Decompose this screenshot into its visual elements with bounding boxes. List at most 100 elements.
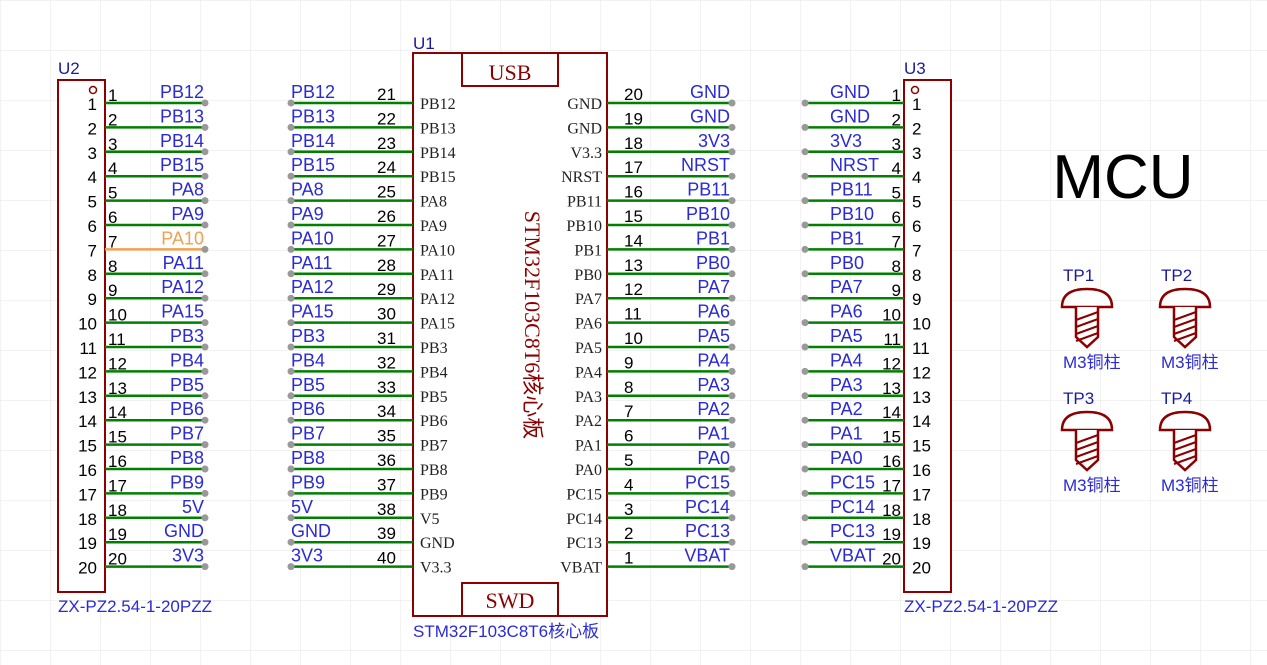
u1-right-pin-number: 15 — [624, 207, 643, 226]
u1-right-pin-name: GND — [567, 96, 602, 113]
u3-body-number: 1 — [912, 95, 921, 114]
u1-designator: U1 — [413, 34, 435, 53]
u1-left-net-label: PA10 — [291, 228, 334, 248]
u1-right-pin-number: 18 — [624, 134, 643, 153]
u3-body-number: 7 — [912, 241, 921, 260]
u2-pin-number: 12 — [108, 354, 127, 373]
u1-right-pin-number: 11 — [624, 305, 642, 324]
u2-pin-end — [201, 465, 209, 473]
u2-pin-end — [201, 245, 209, 253]
u2-pin-end — [201, 514, 209, 522]
u2-body-number: 15 — [78, 437, 97, 456]
u3-pin-number: 1 — [892, 86, 901, 105]
u3-pin-end — [801, 245, 809, 253]
screw-thread — [1173, 318, 1197, 328]
u2-body-number: 18 — [78, 510, 97, 529]
u2-pin-number: 6 — [108, 208, 117, 227]
u1-left-pin-name: PB14 — [420, 145, 456, 162]
test-point-value: M3铜柱 — [1063, 476, 1121, 495]
u2-body-number: 11 — [79, 339, 97, 358]
u3-net-label: PA4 — [830, 350, 863, 370]
u1-left-net-label: PA9 — [291, 204, 324, 224]
u3-pin-number: 19 — [882, 525, 901, 544]
u1-left-pin-number: 34 — [377, 402, 396, 421]
screw-thread — [1075, 441, 1099, 451]
u1-body — [412, 52, 608, 617]
u1-left-pin-end — [287, 343, 295, 351]
screw-thread — [1075, 318, 1099, 328]
u1-right-pin-end — [728, 245, 736, 253]
u2-net-label: PB12 — [160, 82, 204, 102]
swd-tab-label: SWD — [486, 588, 535, 613]
u1-right-pin-end — [728, 465, 736, 473]
u2-body-number: 2 — [88, 119, 97, 138]
u3-pin-end — [801, 392, 809, 400]
u1-right-pin-end — [728, 221, 736, 229]
u1-right-pin-name: GND — [567, 120, 602, 137]
u1-left-pin-end — [287, 563, 295, 571]
u2-net-label: PA12 — [161, 277, 204, 297]
u2-pin-number: 19 — [108, 525, 127, 544]
u1-left-pin-end — [287, 538, 295, 546]
u1-body-label: STM32F103C8T6核心板 — [520, 211, 545, 440]
u2-pin-end — [201, 392, 209, 400]
u1-left-pin-end — [287, 489, 295, 497]
u3-net-label: PC13 — [830, 521, 875, 541]
u2-net-label: 5V — [182, 497, 204, 517]
u1-right-pin-name: PA3 — [575, 389, 602, 406]
u1-left-pin-name: PB6 — [420, 413, 448, 430]
u3-header[interactable]: U3 ZX-PZ2.54-1-20PZZ 1234567891011121314… — [801, 59, 1059, 616]
u1-left-pin-end — [287, 465, 295, 473]
swd-tab — [461, 582, 559, 617]
u1-right-pin-name: PC14 — [566, 511, 602, 528]
u1-left-pin-end — [287, 367, 295, 375]
u1-right-pin-end — [728, 172, 736, 180]
u1-left-pin-end — [287, 172, 295, 180]
u3-pin-end — [801, 514, 809, 522]
u1-left-pin-end — [287, 392, 295, 400]
u2-net-label: PB6 — [170, 399, 204, 419]
u3-net-label: GND — [830, 82, 870, 102]
u2-pin-end — [201, 270, 209, 278]
u1-left-pin-name: PB4 — [420, 364, 448, 381]
u3-body-number: 10 — [912, 315, 931, 334]
screw-thread — [1173, 332, 1197, 342]
u1-left-net-label: PA11 — [291, 253, 332, 273]
screw-thread — [1075, 455, 1099, 465]
u3-pin-number: 3 — [892, 135, 901, 154]
u1-right-pin-end — [728, 416, 736, 424]
u3-pin-end — [801, 538, 809, 546]
u3-net-label: PB10 — [830, 204, 874, 224]
u3-pin-end — [801, 294, 809, 302]
u1-module[interactable]: USB SWD STM32F103C8T6核心板 U1 STM32F103C8T… — [287, 34, 736, 641]
u2-header[interactable]: U2 ZX-PZ2.54-1-20PZZ 1234567891011121314… — [57, 59, 212, 616]
u2-pin-number: 10 — [108, 306, 127, 325]
u1-left-pin-end — [287, 123, 295, 131]
u2-body-number: 8 — [88, 266, 97, 285]
u2-body-number: 5 — [88, 193, 97, 212]
u1-right-net-label: PA4 — [697, 350, 730, 370]
u2-pin-end — [201, 319, 209, 327]
u1-left-pin-number: 25 — [377, 183, 396, 202]
u1-right-pin-end — [728, 514, 736, 522]
u1-left-pin-end — [287, 270, 295, 278]
u1-left-net-label: PB15 — [291, 155, 335, 175]
u1-left-pin-number: 21 — [377, 85, 396, 104]
u2-pin-number: 14 — [108, 403, 127, 422]
u2-pin-number: 16 — [108, 452, 127, 471]
u3-value: ZX-PZ2.54-1-20PZZ — [904, 597, 1058, 616]
u1-right-net-label: GND — [690, 106, 730, 126]
u1-right-pin-number: 1 — [624, 549, 633, 568]
u1-left-pin-end — [287, 319, 295, 327]
u1-right-pin-end — [728, 367, 736, 375]
sheet-title: MCU — [1052, 143, 1193, 212]
